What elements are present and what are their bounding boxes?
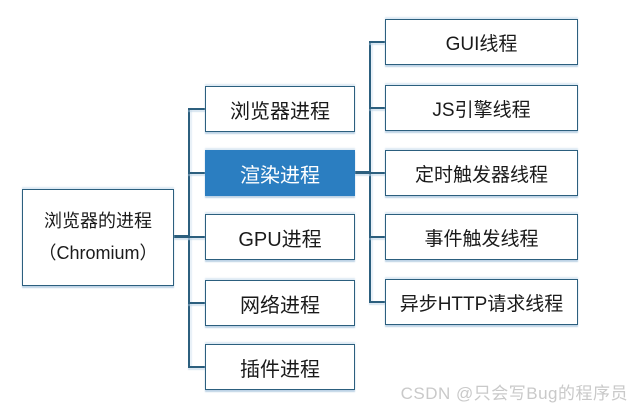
node-process-render: 渲染进程 xyxy=(205,150,355,196)
node-root-line2: （Chromium） xyxy=(38,242,158,263)
node-root: 浏览器的进程 （Chromium） xyxy=(22,189,174,286)
node-thread-timer: 定时触发器线程 xyxy=(385,150,578,196)
connector-branch-browser-process xyxy=(188,108,206,110)
node-thread-async-http: 异步HTTP请求线程 xyxy=(385,279,578,325)
node-process-network: 网络进程 xyxy=(205,280,355,326)
connector-branch-async-http-thread xyxy=(369,301,386,303)
connector-branch-plugin-process xyxy=(188,366,206,368)
connector-branch-gui-thread xyxy=(369,41,386,43)
connector-branch-timer-thread xyxy=(369,172,386,174)
node-process-gpu: GPU进程 xyxy=(205,214,355,260)
node-thread-event: 事件触发线程 xyxy=(385,214,578,260)
connector-render-to-trunk xyxy=(355,171,370,174)
node-root-line1: 浏览器的进程 xyxy=(44,210,152,231)
node-process-browser: 浏览器进程 xyxy=(205,86,355,132)
node-process-plugin: 插件进程 xyxy=(205,344,355,390)
watermark: CSDN @只会写Bug的程序员 xyxy=(400,384,628,403)
connector-root-to-trunk xyxy=(174,235,190,238)
connector-branch-js-engine-thread xyxy=(369,107,386,109)
connector-branch-network-process xyxy=(188,302,206,304)
node-thread-js-engine: JS引擎线程 xyxy=(385,85,578,131)
connector-branch-event-thread xyxy=(369,236,386,238)
connector-trunk-left xyxy=(188,108,190,368)
connector-branch-gpu-process xyxy=(188,236,206,238)
connector-branch-render-process xyxy=(188,172,206,174)
node-thread-gui: GUI线程 xyxy=(385,19,578,65)
